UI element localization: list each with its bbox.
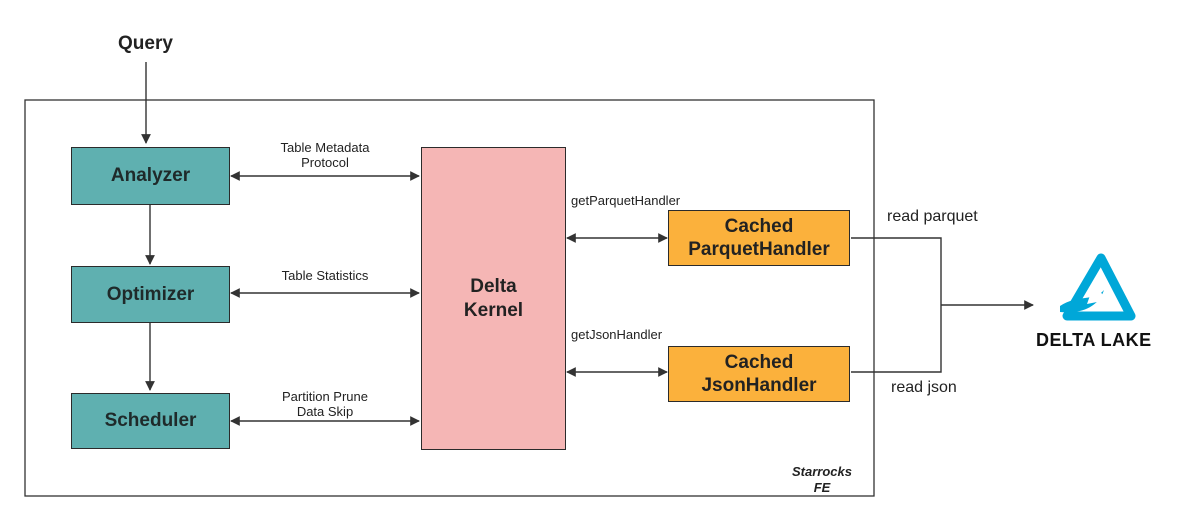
starrocks-fe-label-line1: Starrocks: [792, 464, 852, 479]
analyzer-kernel-label: Table Metadata Protocol: [255, 140, 395, 170]
parquet-handler-line1: Cached: [724, 216, 794, 237]
parquet-handler-line2: ParquetHandler: [688, 239, 830, 260]
starrocks-fe-label-line2: FE: [813, 480, 831, 495]
optimizer-box: Optimizer: [71, 266, 230, 323]
get-parquet-handler-label: getParquetHandler: [571, 193, 681, 208]
cached-parquet-handler-box: Cached ParquetHandler: [668, 210, 850, 266]
scheduler-kernel-label: Partition Prune Data Skip: [255, 389, 395, 419]
delta-kernel-box: Delta Kernel: [421, 147, 566, 450]
scheduler-kernel-label-line2: Data Skip: [296, 404, 354, 419]
get-json-handler-label: getJsonHandler: [571, 327, 663, 342]
analyzer-box: Analyzer: [71, 147, 230, 205]
delta-lake-logo-icon: [1060, 253, 1136, 321]
json-handler-line2: JsonHandler: [701, 375, 817, 396]
json-handler-line1: Cached: [724, 352, 794, 373]
starrocks-fe-container: [24, 99, 875, 497]
analyzer-kernel-label-line1: Table Metadata: [280, 140, 370, 155]
cached-json-handler-box: Cached JsonHandler: [668, 346, 850, 402]
delta-kernel-line2: Kernel: [463, 299, 524, 321]
delta-kernel-line1: Delta: [470, 275, 517, 297]
analyzer-kernel-label-line2: Protocol: [301, 155, 349, 170]
read-parquet-label: read parquet: [887, 208, 978, 225]
scheduler-kernel-label-line1: Partition Prune: [282, 389, 368, 404]
scheduler-box: Scheduler: [71, 393, 230, 449]
read-json-connector: [851, 305, 942, 373]
query-label: Query: [118, 33, 173, 54]
delta-lake-logo-text: DELTA LAKE: [1036, 330, 1152, 350]
optimizer-kernel-label: Table Statistics: [281, 268, 369, 283]
read-parquet-connector: [851, 237, 942, 305]
starrocks-fe-label: Starrocks FE: [786, 464, 858, 496]
read-json-label: read json: [891, 379, 957, 396]
